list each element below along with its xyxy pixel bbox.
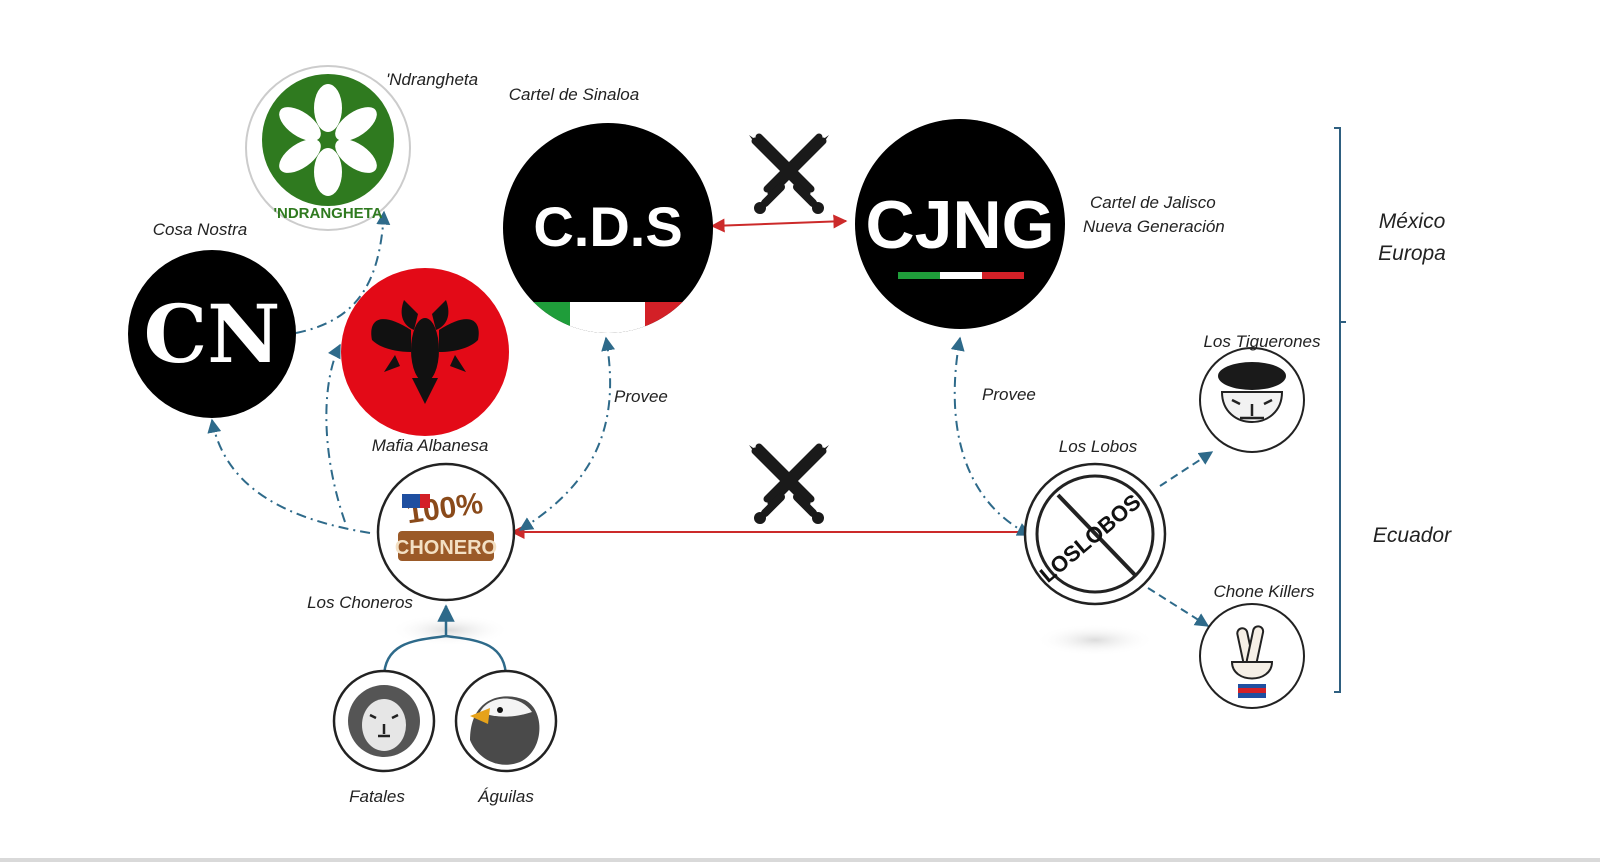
node-los-tiguerones[interactable] xyxy=(1199,347,1305,453)
node-cjng[interactable]: CJNG xyxy=(855,119,1065,329)
cds-logo xyxy=(503,123,713,333)
choneros-albanesa-line xyxy=(325,343,346,523)
lobos-label: Los Lobos xyxy=(1059,437,1138,456)
cosa-nostra-logo-text: CN xyxy=(144,287,281,381)
region-ecuador-label: Ecuador xyxy=(1373,524,1452,547)
provee-left-label: Provee xyxy=(614,387,668,406)
choneros-cds-supply-line xyxy=(518,336,616,531)
lion-icon xyxy=(348,685,420,757)
cosa-nostra-logo xyxy=(128,250,296,418)
crossed-fingers-icon xyxy=(1230,625,1274,698)
ndrangheta-logo-text: 'NDRANGHETA xyxy=(273,205,382,222)
lobos-cjng-supply-line xyxy=(950,336,1032,536)
cds-logo-text: C.D.S xyxy=(533,195,682,258)
choneros-label: Los Choneros xyxy=(307,593,413,612)
node-aguilas[interactable] xyxy=(454,669,558,773)
cjng-label-line2: Nueva Generación xyxy=(1083,217,1225,236)
region-mexico-label: México xyxy=(1379,210,1446,233)
choneros-cosanostra-line xyxy=(207,418,371,534)
cds-label: Cartel de Sinaloa xyxy=(509,85,639,104)
albanesa-label: Mafia Albanesa xyxy=(372,436,489,455)
node-chone-killers[interactable] xyxy=(1199,603,1305,709)
region-europa-label: Europa xyxy=(1378,242,1446,265)
fatales-label: Fatales xyxy=(349,787,405,806)
crossed-swords-icon xyxy=(749,135,829,214)
choneros-shadow xyxy=(390,614,510,646)
double-headed-eagle-icon xyxy=(371,300,479,404)
ndrangheta-emblem xyxy=(279,84,377,196)
crossed-swords-icon xyxy=(749,445,829,524)
bottom-border xyxy=(0,858,1600,862)
provee-right-label: Provee xyxy=(982,385,1036,404)
node-fatales[interactable] xyxy=(332,669,436,773)
lobos-shadow xyxy=(1035,624,1155,656)
choneros-logo-text-bottom: CHONERO xyxy=(395,537,497,559)
tiger-icon xyxy=(1218,362,1286,423)
lobos-tiguerones-line xyxy=(1159,451,1214,487)
node-los-lobos[interactable]: LOSLOBOS xyxy=(1023,462,1167,606)
factions-join-line xyxy=(382,634,508,679)
aguilas-label: Águilas xyxy=(477,787,534,806)
node-cosa-nostra[interactable]: CN xyxy=(128,250,296,418)
node-ndrangheta[interactable]: 'NDRANGHETA xyxy=(245,65,411,231)
cosa-nostra-label: Cosa Nostra xyxy=(153,220,247,239)
region-bracket xyxy=(1334,127,1346,693)
chone-killers-label: Chone Killers xyxy=(1213,582,1315,601)
eagle-icon xyxy=(470,696,540,765)
cjng-label-line1: Cartel de Jalisco xyxy=(1090,193,1216,212)
node-mafia-albanesa[interactable] xyxy=(341,268,509,436)
node-los-choneros[interactable]: 100% CHONERO xyxy=(376,462,516,602)
ndrangheta-logo xyxy=(262,74,394,206)
cjng-logo-text: CJNG xyxy=(866,187,1055,263)
lobos-chonekillers-line xyxy=(1147,587,1210,627)
tiguerones-label: Los Tiguerones xyxy=(1203,332,1321,351)
ndrangheta-label: 'Ndrangheta xyxy=(386,70,478,89)
node-cds[interactable]: C.D.S xyxy=(500,123,715,342)
cosanostra-ndrangheta-line xyxy=(295,210,391,334)
cds-cjng-conflict-line xyxy=(710,214,848,233)
